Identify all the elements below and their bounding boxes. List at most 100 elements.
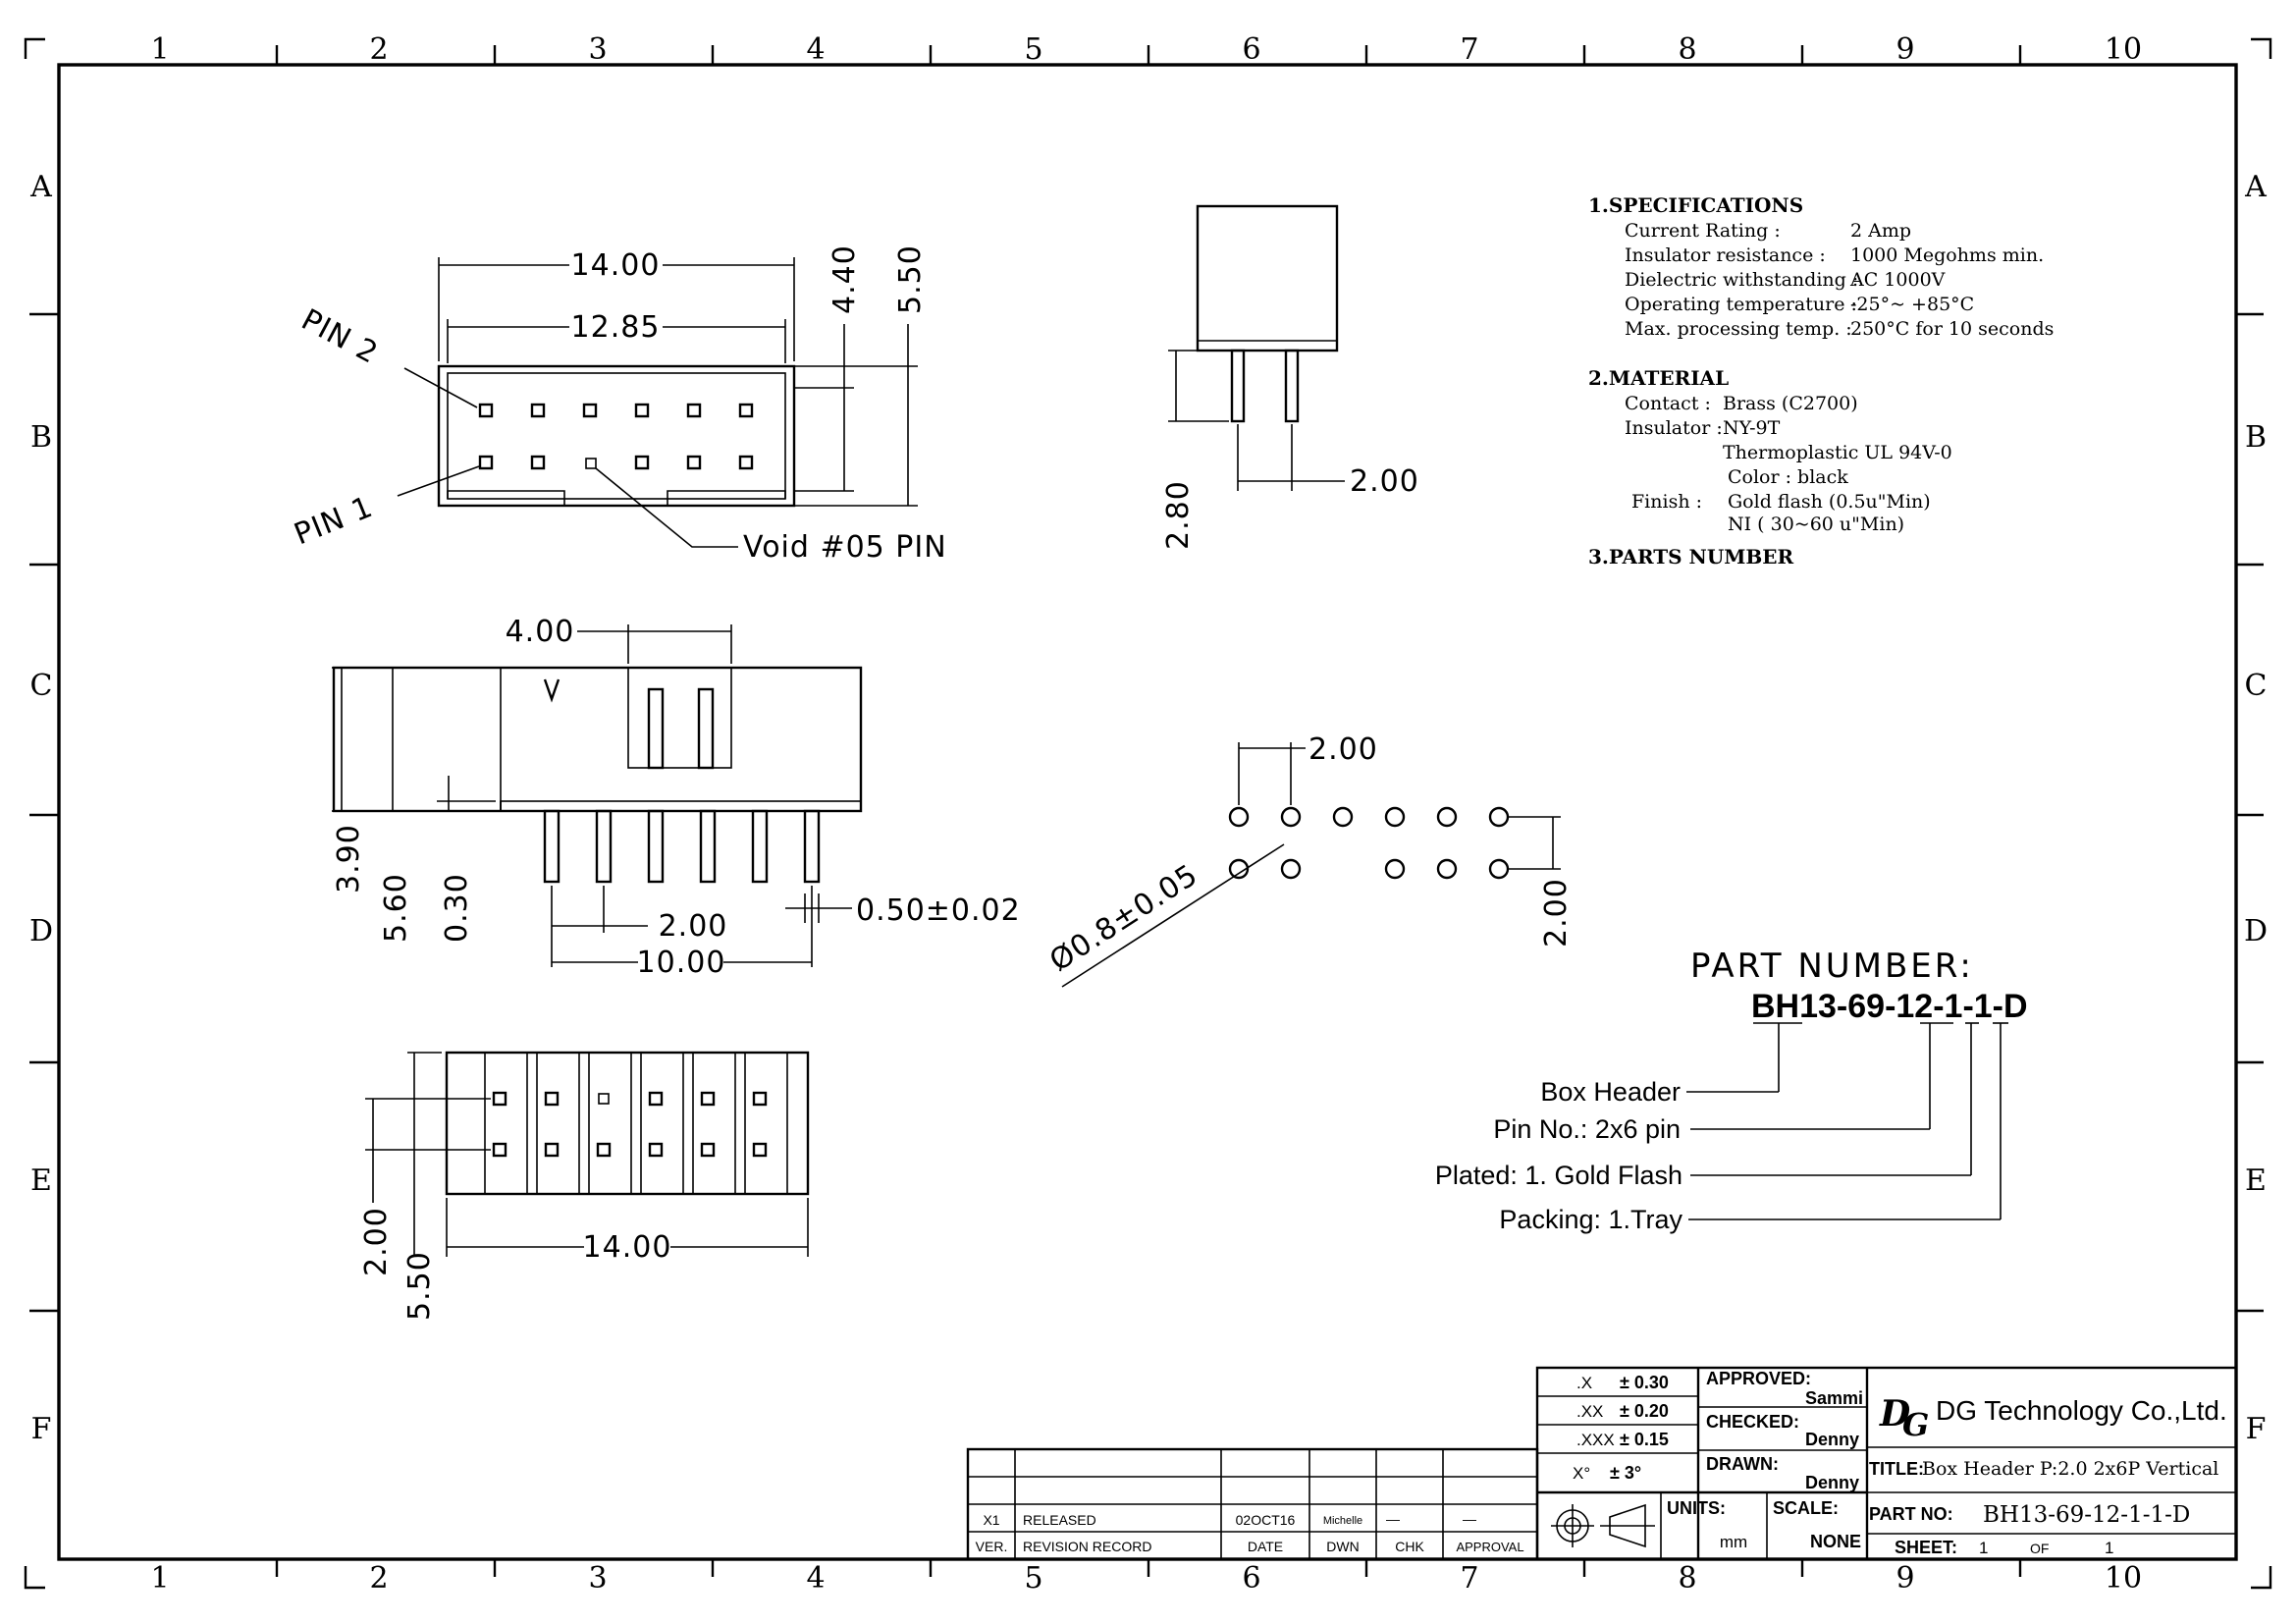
zone-row-b-right: B (2245, 420, 2267, 455)
front-view: 4.00 3.90 5.60 0.30 2.00 10.00 0.50±0.02 (332, 615, 1021, 980)
spec-label-0: Current Rating : (1625, 220, 1781, 242)
dim-side-tail: 2.80 (1161, 480, 1196, 550)
bottom-view-outline (445, 1051, 810, 1196)
side-view-body (1196, 204, 1339, 352)
dim-top-inner-width: 12.85 (571, 310, 661, 345)
sheet-of-label: OF (2030, 1541, 2049, 1556)
rev-ver: X1 (983, 1512, 999, 1528)
company-logo: D G (1879, 1393, 1929, 1443)
zone-row-e-right: E (2245, 1164, 2267, 1198)
rev-header-chk: CHK (1395, 1539, 1424, 1554)
spec-heading-3: 3.PARTS NUMBER (1588, 545, 1794, 568)
tol-value-1: ± 0.20 (1620, 1401, 1669, 1421)
dim-top-overall-height: 5.50 (893, 244, 928, 314)
pn-legend-2: Plated: 1. Gold Flash (1435, 1161, 1682, 1190)
title-value: Box Header P:2.0 2x6P Vertical (1922, 1458, 2218, 1480)
rev-header-ver: VER. (976, 1539, 1008, 1554)
tol-value-2: ± 0.15 (1620, 1430, 1669, 1449)
dim-front-total-height: 5.60 (379, 873, 413, 943)
zone-col-2-bottom: 2 (369, 1561, 388, 1596)
zone-col-10-bottom: 10 (2105, 1561, 2142, 1596)
material-value-0: Brass (C2700) (1723, 393, 1858, 414)
part-number-heading: PART NUMBER: (1690, 947, 1974, 986)
spec-value-4: 250°C for 10 seconds (1850, 318, 2054, 340)
pcb-holes (1228, 806, 1510, 880)
company-name: DG Technology Co.,Ltd. (1936, 1395, 2227, 1426)
material-label-4: Finish : (1631, 491, 1702, 513)
zone-row-c-left: C (30, 669, 53, 703)
pn-legend-3: Packing: 1.Tray (1499, 1205, 1682, 1234)
tol-label-3: X° (1573, 1464, 1590, 1483)
zone-row-a-right: A (2244, 170, 2267, 204)
zone-col-9-top: 9 (1896, 32, 1914, 67)
checked-by: Denny (1805, 1430, 1859, 1449)
void-pin (585, 458, 597, 469)
drawn-by: Denny (1805, 1473, 1859, 1492)
svg-text:G: G (1902, 1406, 1929, 1443)
zone-col-6-bottom: 6 (1242, 1561, 1260, 1596)
zone-col-10-top: 10 (2105, 32, 2142, 67)
void-pin-label: Void #05 PIN (743, 530, 947, 565)
zone-row-a-left: A (29, 170, 52, 204)
zone-col-7-top: 7 (1460, 32, 1478, 67)
zone-col-6-top: 6 (1242, 32, 1260, 67)
material-value-3: Color : black (1728, 466, 1848, 488)
tol-label-1: .XX (1576, 1402, 1603, 1421)
spec-value-2: AC 1000V (1849, 269, 1946, 291)
dim-pcb-pitch-x: 2.00 (1308, 732, 1378, 767)
front-view-body (332, 666, 863, 813)
top-view: 14.00 12.85 4.40 5.50 PIN 2 PIN 1 Void #… (290, 244, 947, 565)
bottom-view-pins (492, 1091, 768, 1158)
spec-value-1: 1000 Megohms min. (1850, 244, 2044, 266)
spec-label-1: Insulator resistance : (1625, 244, 1826, 266)
rev-record: RELEASED (1023, 1512, 1096, 1528)
drawn-label: DRAWN: (1706, 1454, 1779, 1474)
front-view-pins (543, 809, 821, 884)
pin1-label: PIN 1 (290, 490, 378, 553)
dim-pcb-hole: Ø0.8±0.05 (1043, 858, 1204, 979)
spec-label-2: Dielectric withstanding : (1625, 269, 1858, 291)
zone-col-4-top: 4 (806, 32, 825, 67)
material-label-0: Contact : (1625, 393, 1711, 414)
zone-col-4-bottom: 4 (806, 1561, 825, 1596)
sheet-of-value: 1 (2105, 1539, 2113, 1557)
rev-chk: — (1386, 1511, 1400, 1527)
dim-bottom-row-pitch: 2.00 (359, 1207, 394, 1276)
dim-top-inner-height: 4.40 (828, 244, 862, 314)
title-block: .X ± 0.30 .XX ± 0.20 .XXX ± 0.15 X° ± 3°… (966, 1366, 2238, 1561)
zone-row-e-left: E (30, 1164, 52, 1198)
zone-row-b-left: B (30, 420, 52, 455)
sheet-label: SHEET: (1895, 1538, 1957, 1557)
approved-by: Sammi (1805, 1388, 1863, 1408)
dim-front-standoff: 0.30 (440, 873, 474, 943)
rev-dwn: Michelle (1323, 1515, 1362, 1527)
spec-value-3: -25°~ +85°C (1850, 294, 1974, 315)
material-value-4: Gold flash (0.5u"Min) (1728, 491, 1931, 513)
rev-approval: — (1463, 1511, 1476, 1527)
dim-bottom-width: 14.00 (583, 1230, 672, 1265)
material-value-1: NY-9T (1723, 417, 1781, 439)
approved-label: APPROVED: (1706, 1369, 1811, 1388)
bottom-view: 14.00 2.00 5.50 (359, 1051, 810, 1321)
top-view-pins (478, 403, 754, 470)
sheet-value: 1 (1979, 1539, 1988, 1557)
zone-col-3-bottom: 3 (588, 1561, 607, 1596)
pin2-label: PIN 2 (295, 302, 384, 371)
tol-label-2: .XXX (1576, 1431, 1615, 1449)
zone-row-d-right: D (2244, 914, 2268, 948)
scale-value: NONE (1810, 1532, 1861, 1551)
part-number-block: PART NUMBER: BH13-69-12-1-1-D Box Header… (1435, 947, 2028, 1234)
rev-header-approval: APPROVAL (1456, 1540, 1523, 1554)
spec-value-0: 2 Amp (1850, 220, 1911, 242)
partno-label: PART NO: (1869, 1504, 1953, 1524)
partno-value: BH13-69-12-1-1-D (1983, 1502, 2190, 1528)
pcb-layout: 2.00 2.00 Ø0.8±0.05 (1043, 732, 1574, 988)
pn-legend-0: Box Header (1540, 1077, 1681, 1107)
third-angle-projection-icon (1551, 1503, 1655, 1548)
dim-front-pin-size: 0.50±0.02 (856, 893, 1021, 928)
top-view-outline (437, 364, 796, 508)
svg-text:D: D (1879, 1393, 1910, 1435)
rev-date: 02OCT16 (1236, 1512, 1296, 1528)
dim-pcb-pitch-y: 2.00 (1539, 878, 1574, 947)
